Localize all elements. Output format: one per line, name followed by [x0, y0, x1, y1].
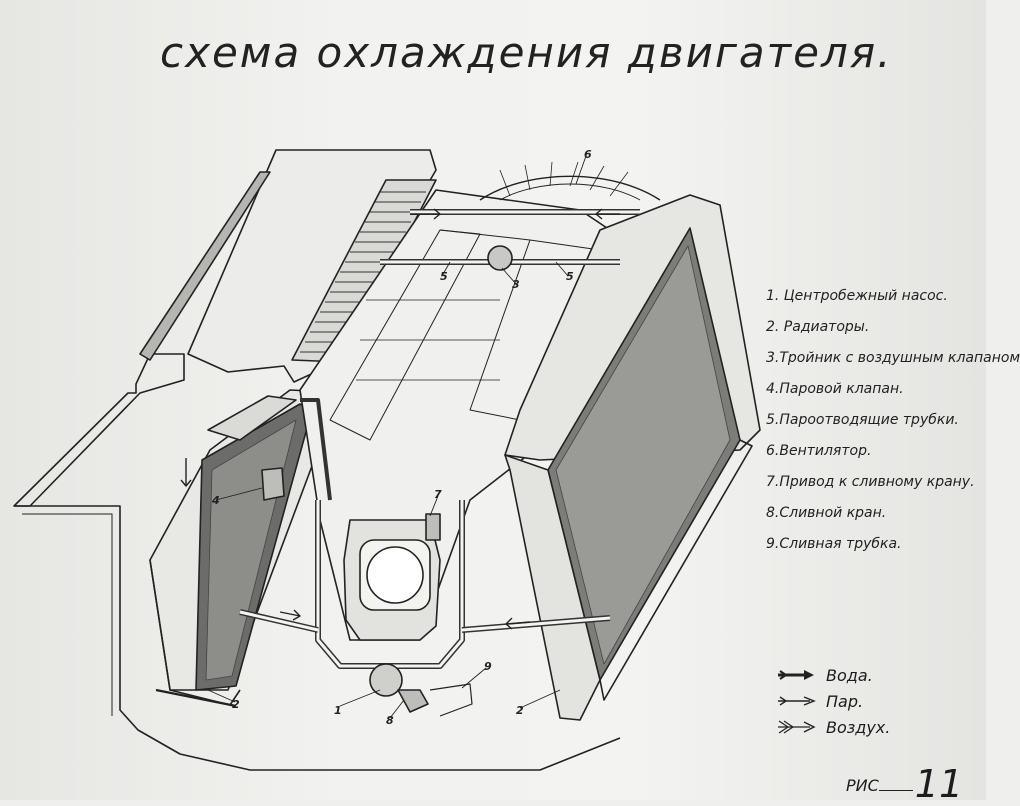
callout-5-left: 5 [440, 270, 448, 283]
steam-valve [261, 467, 285, 501]
figure-number: РИС 11 [846, 756, 963, 806]
callout-8: 8 [386, 714, 394, 727]
key-water: Вода. [776, 662, 890, 688]
legend-item-5: 5.Пароотводящие трубки. [766, 412, 959, 428]
legend-item-7: 7.Привод к сливному крану. [766, 474, 975, 490]
key-steam: Пар. [776, 688, 890, 714]
callout-7: 7 [434, 488, 442, 501]
drain-tube [429, 683, 473, 717]
key-steam-label: Пар. [826, 691, 864, 711]
figure-underline [878, 790, 913, 791]
callout-9: 9 [484, 660, 492, 673]
parts-legend: 1. Центробежный насос. 2. Радиаторы. 3.Т… [766, 288, 1020, 567]
callout-2-right: 2 [516, 704, 524, 717]
floor-line [14, 505, 621, 771]
gearbox-housing [343, 519, 441, 641]
key-air-label: Воздух. [826, 717, 891, 737]
key-water-label: Вода. [826, 665, 873, 685]
key-air: Воздух. [776, 714, 890, 740]
drain-valve [397, 689, 429, 713]
legend-item-3: 3.Тройник с воздушным клапаном [766, 350, 1020, 366]
floor-line-inner [22, 513, 113, 716]
flow-key: Вода. Пар. Воздух. [776, 662, 890, 740]
centrifugal-pump [369, 663, 403, 697]
fan [479, 161, 661, 201]
legend-item-8: 8.Сливной кран. [766, 505, 887, 521]
water-arrow-icon [778, 670, 814, 680]
diagram-title: схема охлаждения двигателя. [160, 28, 893, 77]
legend-item-4: 4.Паровой клапан. [766, 381, 904, 397]
engine-cooling-drawing [13, 149, 761, 771]
callout-leaders [207, 155, 587, 719]
legend-item-1: 1. Центробежный насос. [766, 288, 948, 304]
legend-item-9: 9.Сливная трубка. [766, 536, 902, 552]
callout-2-left: 2 [232, 698, 240, 711]
legend-item-6: 6.Вентилятор. [766, 443, 872, 459]
figure-label: РИС [846, 776, 879, 795]
callout-5-right: 5 [566, 270, 574, 283]
air-arrow-icon [778, 720, 816, 734]
flow-arrows [180, 208, 620, 630]
coolant-pipes [239, 209, 640, 669]
right-radiator [504, 194, 761, 721]
steam-arrow-icon [778, 696, 816, 706]
upper-left-louvre-block [139, 149, 437, 383]
callout-4: 4 [212, 494, 220, 507]
legend-item-2: 2. Радиаторы. [766, 319, 870, 335]
drain-drive [425, 513, 441, 541]
components [261, 245, 513, 717]
hull-outline [13, 353, 185, 507]
left-radiator [149, 389, 331, 708]
callout-3: 3 [512, 278, 520, 291]
tee-air-valve [487, 245, 513, 271]
callout-6: 6 [584, 148, 592, 161]
callout-1: 1 [334, 704, 342, 717]
figure-num: 11 [914, 762, 964, 806]
